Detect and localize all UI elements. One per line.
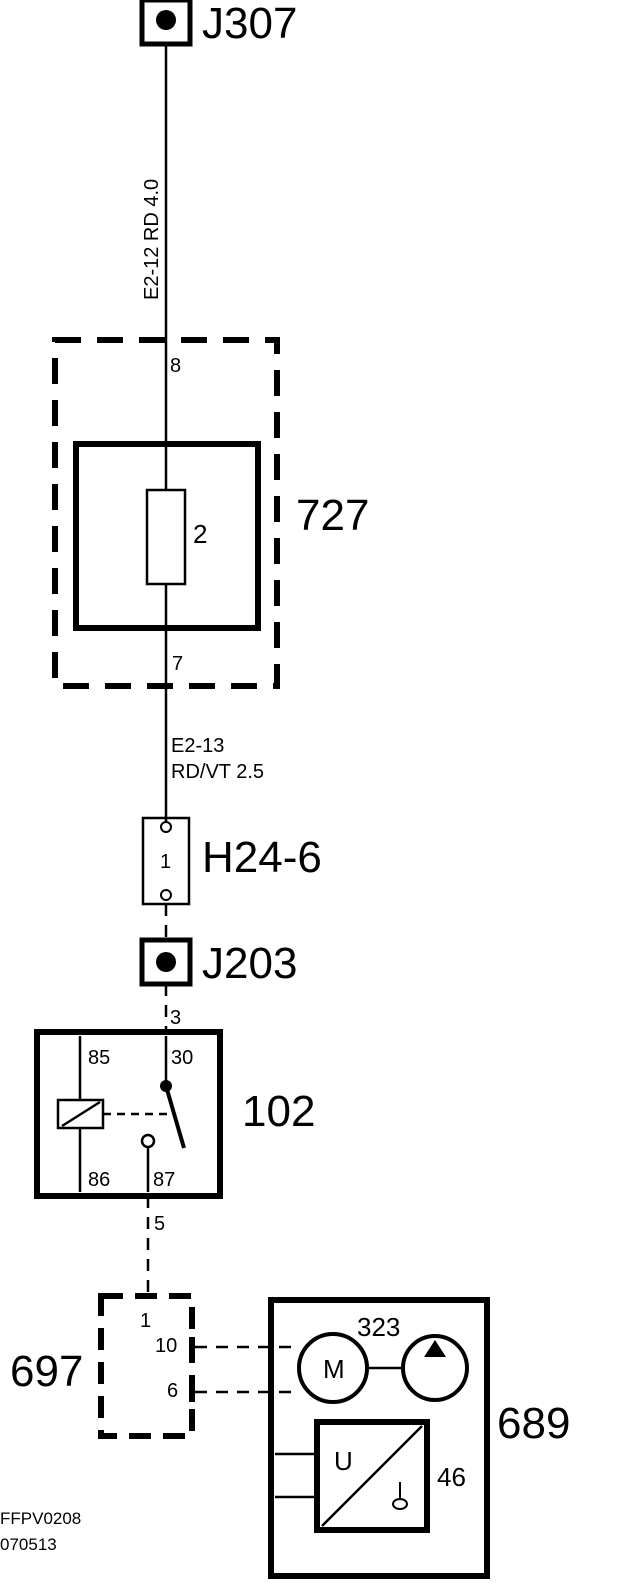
relay-wire-in: 3 <box>170 1007 181 1029</box>
pump-arrow-icon <box>424 1340 446 1357</box>
relay-102: 85 30 86 87 102 <box>34 1029 315 1199</box>
relay-switch-contact <box>140 1133 156 1149</box>
inline-connector-top-pin <box>160 821 172 833</box>
fuel-pump-module-689: M 323 U 46 689 <box>268 1297 570 1579</box>
relay-terminal-85: 85 <box>88 1047 110 1069</box>
footer-date: 070513 <box>0 1535 57 1554</box>
pump-id: 323 <box>357 1312 400 1342</box>
fuse-pin-in: 8 <box>170 355 181 377</box>
fuse-number: 2 <box>193 519 207 549</box>
module-box <box>268 1297 490 1579</box>
wire-e2-12-label: E2-12 RD 4.0 <box>141 179 163 300</box>
connector-j307: J307 <box>139 0 297 48</box>
fuse-box-id: 727 <box>296 491 369 540</box>
relay-coil-slash <box>61 1100 101 1128</box>
relay-terminal-87: 87 <box>153 1169 175 1191</box>
wire-e2-13-spec: RD/VT 2.5 <box>171 761 264 783</box>
inline-connector-h24-6: 1 H24-6 <box>141 816 322 906</box>
fuel-level-sender-box <box>314 1419 430 1533</box>
connector-697-dashed-box <box>98 1293 195 1439</box>
module-id: 689 <box>497 1399 570 1448</box>
connector-697-id: 697 <box>10 1347 83 1396</box>
wire-e2-13-id: E2-13 <box>171 735 224 757</box>
inline-connector-id: H24-6 <box>202 833 322 882</box>
connector-j203: J203 <box>139 937 297 988</box>
fuse-box-727: 8 2 7 727 <box>52 337 369 689</box>
sender-id: 46 <box>437 1462 466 1492</box>
inline-connector-pin: 1 <box>160 851 171 873</box>
connector-697: 1 10 6 697 <box>10 1293 195 1439</box>
connector-697-pin-6: 6 <box>167 1380 178 1402</box>
connector-j307-label: J307 <box>202 0 297 48</box>
sender-diagonal <box>321 1425 423 1527</box>
connector-697-pin-10: 10 <box>155 1335 177 1357</box>
connector-j307-dot <box>156 10 176 30</box>
relay-wire-out: 5 <box>154 1213 165 1235</box>
relay-terminal-30: 30 <box>171 1047 193 1069</box>
relay-switch-blade <box>164 1085 186 1149</box>
connector-697-pin-1: 1 <box>140 1310 151 1332</box>
relay-id: 102 <box>242 1087 315 1136</box>
pump-icon <box>401 1334 469 1402</box>
pump-motor-label: M <box>323 1354 345 1384</box>
fuse-pin-out: 7 <box>172 653 183 675</box>
inline-connector-bottom-pin <box>160 889 172 901</box>
connector-j203-dot <box>156 952 176 972</box>
relay-box <box>34 1029 223 1199</box>
sender-label: U <box>334 1446 353 1476</box>
fuse-symbol <box>145 488 187 586</box>
sender-float-icon <box>392 1498 408 1510</box>
footer-code: FFPV0208 <box>0 1509 81 1528</box>
connector-j203-label: J203 <box>202 939 297 988</box>
relay-terminal-86: 86 <box>88 1169 110 1191</box>
